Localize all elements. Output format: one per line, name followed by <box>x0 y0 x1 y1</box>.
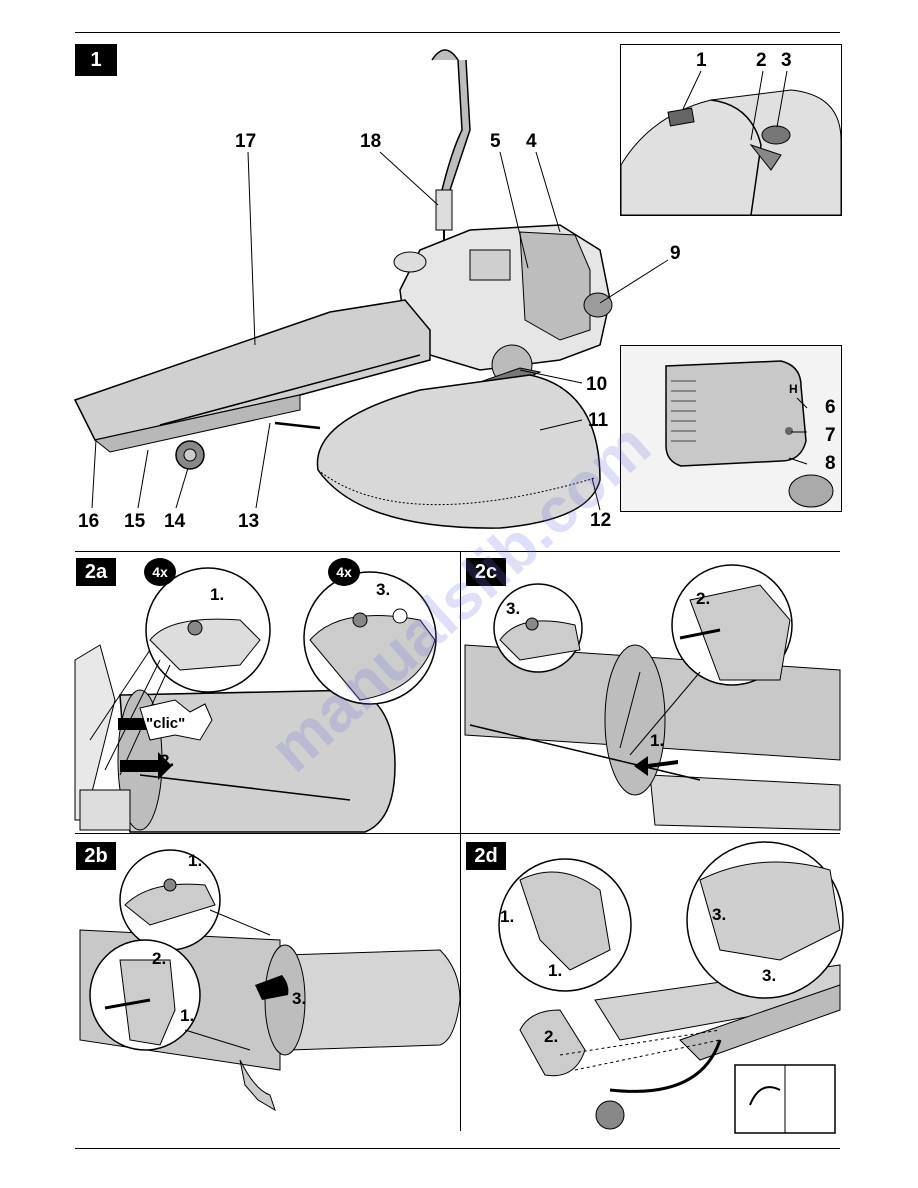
figure-2a-badge: 2a <box>76 558 116 586</box>
callout-4: 4 <box>526 131 537 152</box>
step-2b-1a: 1. <box>188 851 203 870</box>
filter-detail-illustration <box>621 346 841 511</box>
step-2c-2: 2. <box>696 589 711 608</box>
step-2a-3: 3. <box>376 580 391 599</box>
inset-H-label: H <box>789 382 798 396</box>
callout-18: 18 <box>360 131 382 152</box>
callout-13: 13 <box>238 511 260 532</box>
step-2a-1: 1. <box>210 585 225 604</box>
step-2d-1b: 1. <box>548 961 563 980</box>
step-2b-1b: 1. <box>180 1006 195 1025</box>
callout-7: 7 <box>825 425 836 446</box>
callout-5: 5 <box>490 131 501 152</box>
step-2a-2: 2. <box>160 751 175 770</box>
figure-2c-badge: 2c <box>466 558 506 586</box>
figure-2d-badge: 2d <box>466 842 506 870</box>
step-2c-1: 1. <box>650 731 665 750</box>
callout-14: 14 <box>164 511 186 532</box>
top-rule <box>75 32 840 33</box>
callout-9: 9 <box>670 243 681 264</box>
center-divider <box>460 551 461 1131</box>
switch-detail-illustration <box>620 70 842 216</box>
callout-16: 16 <box>78 511 100 532</box>
step-2d-3b: 3. <box>762 966 777 985</box>
callout-12: 12 <box>590 510 612 531</box>
section-rule-2 <box>75 833 840 834</box>
clic-label: "clic" <box>146 715 186 732</box>
step-2d-3a: 3. <box>712 905 727 924</box>
callout-17: 17 <box>235 131 257 152</box>
callout-11: 11 <box>588 410 609 431</box>
step-2d-2: 2. <box>544 1027 559 1046</box>
figure-1-badge: 1 <box>75 44 117 76</box>
step-2b-2: 2. <box>152 949 167 968</box>
callout-1: 1 <box>696 50 707 71</box>
step-2b-3: 3. <box>292 989 307 1008</box>
callout-3: 3 <box>781 50 792 71</box>
step-2c-3: 3. <box>506 599 521 618</box>
count-badge-right: 4x <box>328 558 360 586</box>
count-badge-left: 4x <box>144 558 176 586</box>
inset-filter-detail: H 6 7 8 <box>620 345 842 512</box>
step-2d-1a: 1. <box>500 907 515 926</box>
callout-8: 8 <box>825 453 836 474</box>
inset-switch-detail: 1 2 3 <box>620 44 842 216</box>
bottom-rule <box>75 1148 840 1149</box>
callout-6: 6 <box>825 397 836 418</box>
section-rule-1 <box>75 551 840 552</box>
callout-10: 10 <box>586 374 608 395</box>
callout-15: 15 <box>124 511 146 532</box>
figure-2b-badge: 2b <box>76 842 116 870</box>
callout-2: 2 <box>756 50 767 71</box>
